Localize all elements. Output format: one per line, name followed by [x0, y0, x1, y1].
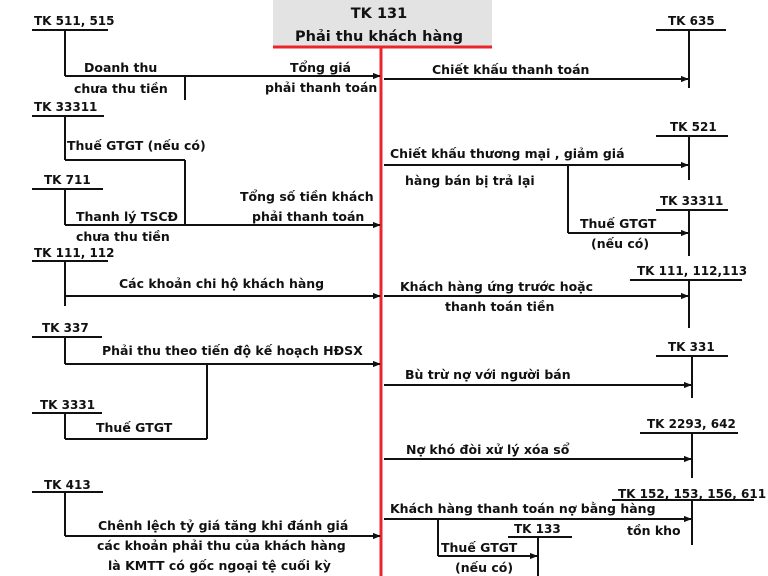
- label-bu-tru: Bù trừ nợ với người bán: [405, 367, 571, 382]
- account-tk331: TK 331: [668, 340, 715, 354]
- label-chenh-lech-3: là KMTT có gốc ngoại tệ cuối kỳ: [108, 558, 331, 573]
- label-chenh-lech-1: Chênh lệch tỷ giá tăng khi đánh giá: [98, 518, 348, 533]
- label-ung-truoc-2: thanh toán tiền: [445, 299, 554, 314]
- label-thue-gtgt-right-1: Thuế GTGT: [580, 216, 657, 231]
- label-chua-thu-tien-2: chưa thu tiền: [76, 229, 170, 244]
- header-title-name: Phải thu khách hàng: [295, 29, 463, 45]
- label-no-kho-doi: Nợ khó đòi xử lý xóa sổ: [406, 442, 570, 457]
- account-tk413: TK 413: [44, 478, 91, 492]
- account-tk111-right: TK 111, 112,113: [637, 264, 747, 278]
- label-tong-so-tien: Tổng số tiền khách: [240, 189, 374, 204]
- account-tk33311-right: TK 33311: [660, 194, 723, 208]
- header-title-code: TK 131: [351, 6, 407, 22]
- label-chiet-khau-tt: Chiết khấu thanh toán: [432, 62, 589, 77]
- label-thanh-toan-hang-1: Khách hàng thanh toán nợ bằng hàng: [390, 501, 656, 516]
- label-hang-ban-tra-lai: hàng bán bị trả lại: [405, 173, 535, 188]
- label-doanh-thu: Doanh thu: [84, 60, 157, 75]
- header-box: [273, 0, 492, 46]
- label-chiet-khau-tm: Chiết khấu thương mại , giảm giá: [390, 146, 625, 161]
- label-neu-co-1: (nếu có): [591, 236, 649, 251]
- label-thanh-ly-tscd: Thanh lý TSCĐ: [76, 209, 178, 224]
- label-ung-truoc-1: Khách hàng ứng trước hoặc: [400, 279, 593, 294]
- account-tk511: TK 511, 515: [34, 14, 115, 28]
- account-tk2293: TK 2293, 642: [647, 417, 736, 431]
- account-tk711: TK 711: [44, 173, 91, 187]
- account-tk111-left: TK 111, 112: [34, 246, 115, 260]
- account-tk133: TK 133: [514, 522, 561, 536]
- account-tk152: TK 152, 153, 156, 611: [618, 487, 766, 501]
- label-thanh-toan-hang-2: tồn kho: [627, 523, 681, 538]
- label-chi-ho: Các khoản chi hộ khách hàng: [119, 276, 324, 291]
- label-phai-thu-tien-do: Phải thu theo tiến độ kế hoạch HĐSX: [102, 343, 363, 358]
- label-chenh-lech-2: các khoản phải thu của khách hàng: [97, 538, 346, 553]
- label-neu-co-2: (nếu có): [455, 560, 513, 575]
- account-tk33311-left: TK 33311: [34, 100, 97, 114]
- account-tk521: TK 521: [670, 120, 717, 134]
- account-tk3331: TK 3331: [40, 398, 95, 412]
- label-thue-gtgt-right-2: Thuế GTGT: [441, 540, 518, 555]
- label-thue-gtgt-left: Thuế GTGT: [96, 420, 173, 435]
- label-phai-thanh-toan-1: phải thanh toán: [265, 80, 377, 95]
- account-tk337: TK 337: [42, 321, 89, 335]
- label-phai-thanh-toan-2: phải thanh toán: [252, 209, 364, 224]
- label-tong-gia: Tổng giá: [290, 60, 351, 75]
- label-chua-thu-tien-1: chưa thu tiền: [74, 81, 168, 96]
- account-tk635: TK 635: [668, 14, 715, 28]
- label-thue-gtgt-neu-co: Thuế GTGT (nếu có): [67, 138, 206, 153]
